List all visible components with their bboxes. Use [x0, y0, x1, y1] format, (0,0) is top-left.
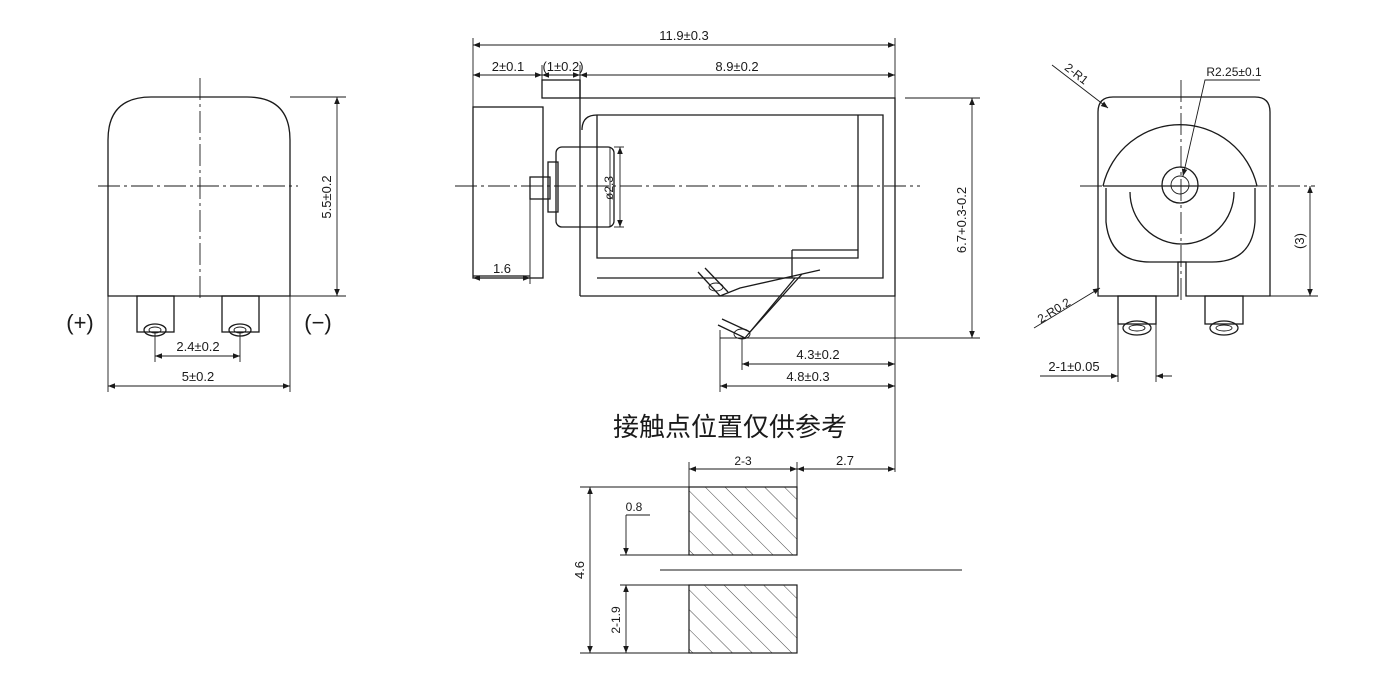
total-height-dim: 4.6 — [572, 561, 587, 579]
pad-offset-dim: 2.7 — [836, 453, 854, 468]
pad-height-dim: 2-1.9 — [609, 606, 623, 634]
contact-note: 接触点位置仅供参考 — [613, 413, 847, 443]
shaft-diameter-dim: ø2.3 — [602, 176, 616, 200]
pad-bottom — [688, 584, 798, 654]
right-view: 2-R1 R2.25±0.1 (3) 2-R0.2 2-1±0.05 — [1033, 60, 1318, 382]
pad-top — [688, 486, 798, 556]
radius-dim: R2.25±0.1 — [1206, 65, 1262, 79]
side-length-dim: 11.9±0.3 — [659, 28, 709, 43]
front-pin-pitch-dim: 2.4±0.2 — [176, 339, 219, 354]
front-view: 5.5±0.2 2.4±0.2 5±0.2 (+) (−) — [66, 78, 346, 392]
pad-gap-dim: 0.8 — [626, 500, 643, 514]
pad-width-dim: 2-3 — [734, 454, 752, 468]
front-height-dim: 5.5±0.2 — [319, 175, 334, 218]
gap-dim: (1±0.2) — [542, 59, 583, 74]
pad-layout: 2-3 2.7 4.6 0.8 2-1.9 — [572, 453, 962, 654]
pin-width-dim: 2-1±0.05 — [1048, 359, 1099, 374]
small-radius-dim: 2-R0.2 — [1035, 295, 1073, 326]
contact1-dim: 4.3±0.2 — [796, 347, 839, 362]
body-dim: 8.9±0.2 — [715, 59, 758, 74]
front-width-dim: 5±0.2 — [182, 369, 214, 384]
positive-label: (+) — [66, 310, 94, 335]
side-view: 11.9±0.3 2±0.1 (1±0.2) 8.9±0.2 ø2.3 6.7+… — [455, 28, 980, 472]
contact2-dim: 4.8±0.3 — [786, 369, 829, 384]
side-height-dim: 6.7+0.3-0.2 — [954, 187, 969, 253]
base-dim: 1.6 — [493, 261, 511, 276]
right-offset-dim: (3) — [1292, 233, 1307, 249]
flange-dim: 2±0.1 — [492, 59, 524, 74]
negative-label: (−) — [304, 310, 332, 335]
